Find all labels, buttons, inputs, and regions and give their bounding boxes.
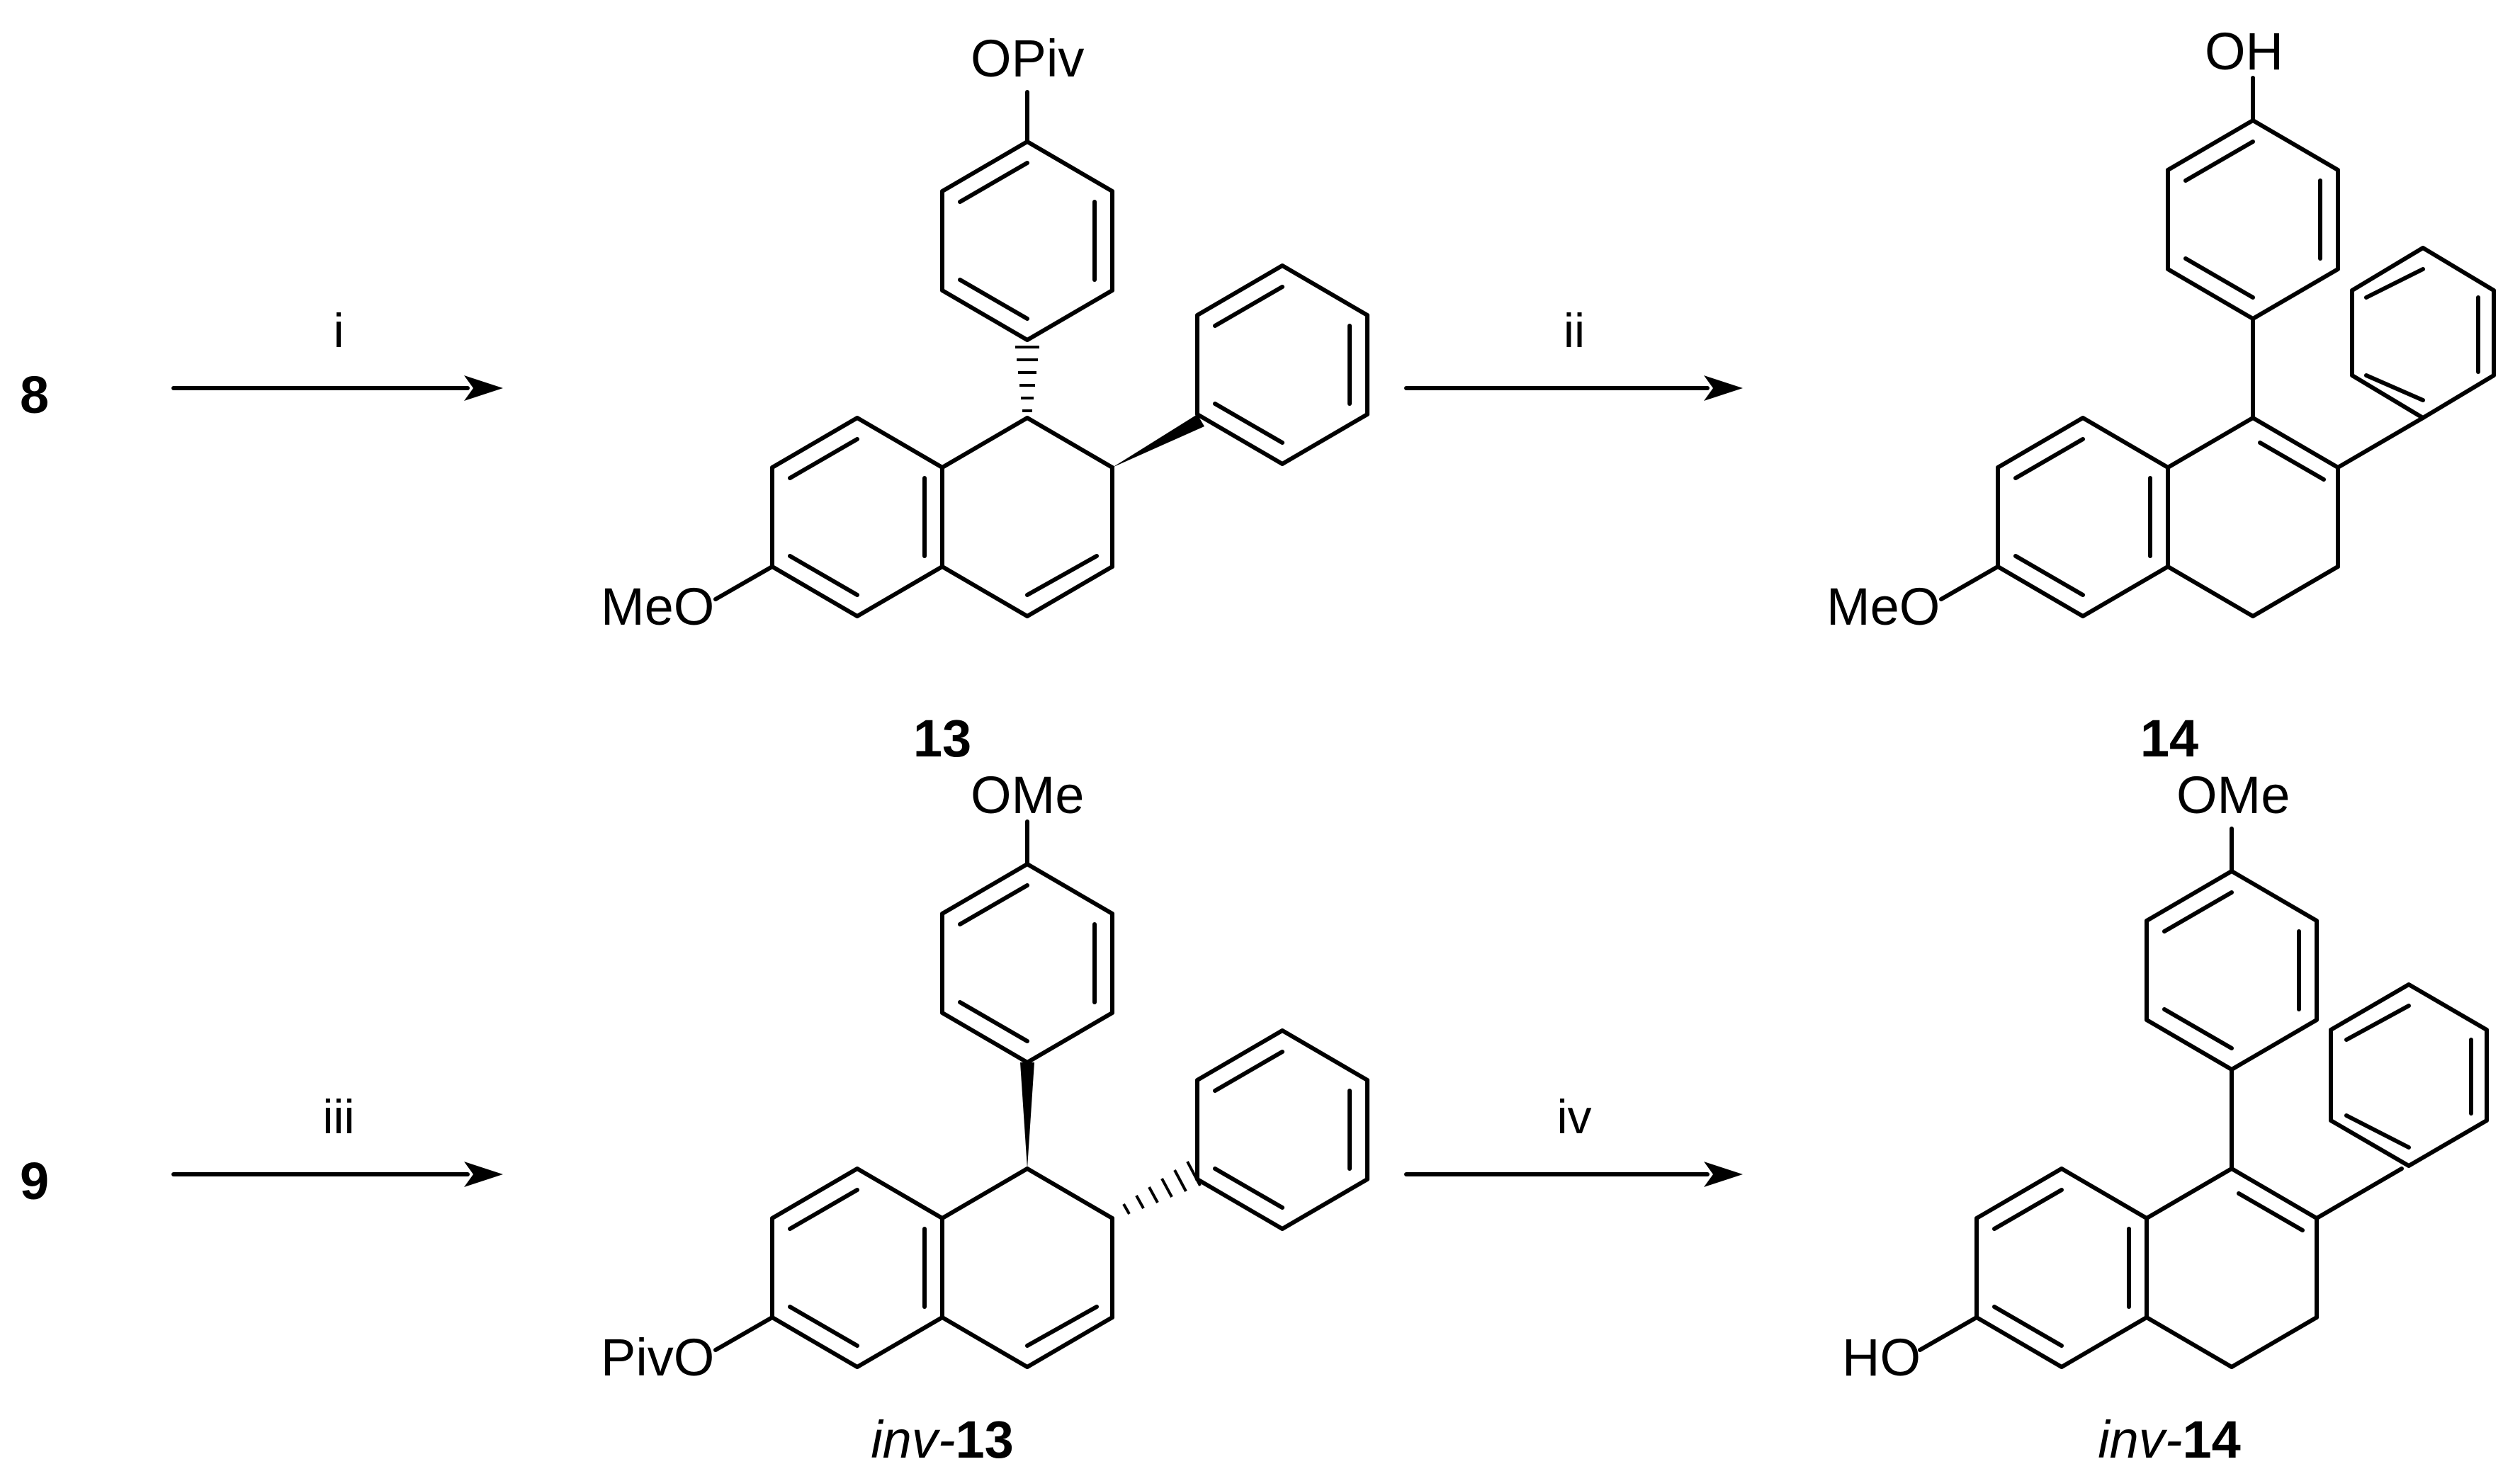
group-meo-14: MeO bbox=[1826, 577, 1940, 636]
arrow-iv bbox=[1404, 1162, 1743, 1187]
group-meo-13: MeO bbox=[601, 577, 714, 636]
start-compound-9: 9 bbox=[20, 1152, 49, 1210]
hashed-bond bbox=[1015, 346, 1039, 412]
structure-13 bbox=[713, 90, 1369, 618]
label-inv-13-number: 13 bbox=[955, 1410, 1013, 1469]
label-inv-13: inv-13 bbox=[871, 1410, 1014, 1469]
label-inv-13-prefix: inv bbox=[871, 1410, 941, 1469]
label-inv-14: inv-14 bbox=[2098, 1410, 2241, 1469]
arrow-ii bbox=[1404, 375, 1743, 401]
group-oh: OH bbox=[2205, 22, 2283, 81]
group-opiv: OPiv bbox=[971, 29, 1084, 88]
label-inv-14-number: 14 bbox=[2182, 1410, 2240, 1469]
arrow-i bbox=[171, 375, 503, 401]
label-13: 13 bbox=[913, 709, 971, 768]
structure-inv-13 bbox=[713, 819, 1369, 1369]
condition-iii: iii bbox=[322, 1090, 354, 1144]
label-inv-14-prefix: inv bbox=[2098, 1410, 2168, 1469]
group-ome-inv14: OMe bbox=[2176, 766, 2290, 824]
condition-ii: ii bbox=[1564, 304, 1585, 358]
arrow-iii bbox=[171, 1162, 503, 1187]
wedge-bond bbox=[1112, 414, 1204, 467]
structure-inv-14 bbox=[1918, 827, 2489, 1369]
condition-i: i bbox=[333, 304, 344, 358]
wedge-bond-aryl bbox=[1020, 1062, 1034, 1169]
label-14: 14 bbox=[2140, 709, 2198, 768]
label-inv-13-hyphen: - bbox=[938, 1410, 956, 1469]
condition-iv: iv bbox=[1556, 1090, 1591, 1144]
start-compound-8: 8 bbox=[20, 365, 49, 424]
structure-14 bbox=[1939, 76, 2496, 618]
label-inv-14-hyphen: - bbox=[2165, 1410, 2183, 1469]
hashed-bond-phenyl bbox=[1122, 1161, 1202, 1215]
group-ho: HO bbox=[1842, 1328, 1921, 1387]
group-ome-inv13: OMe bbox=[971, 766, 1084, 824]
group-pivo: PivO bbox=[601, 1328, 714, 1387]
